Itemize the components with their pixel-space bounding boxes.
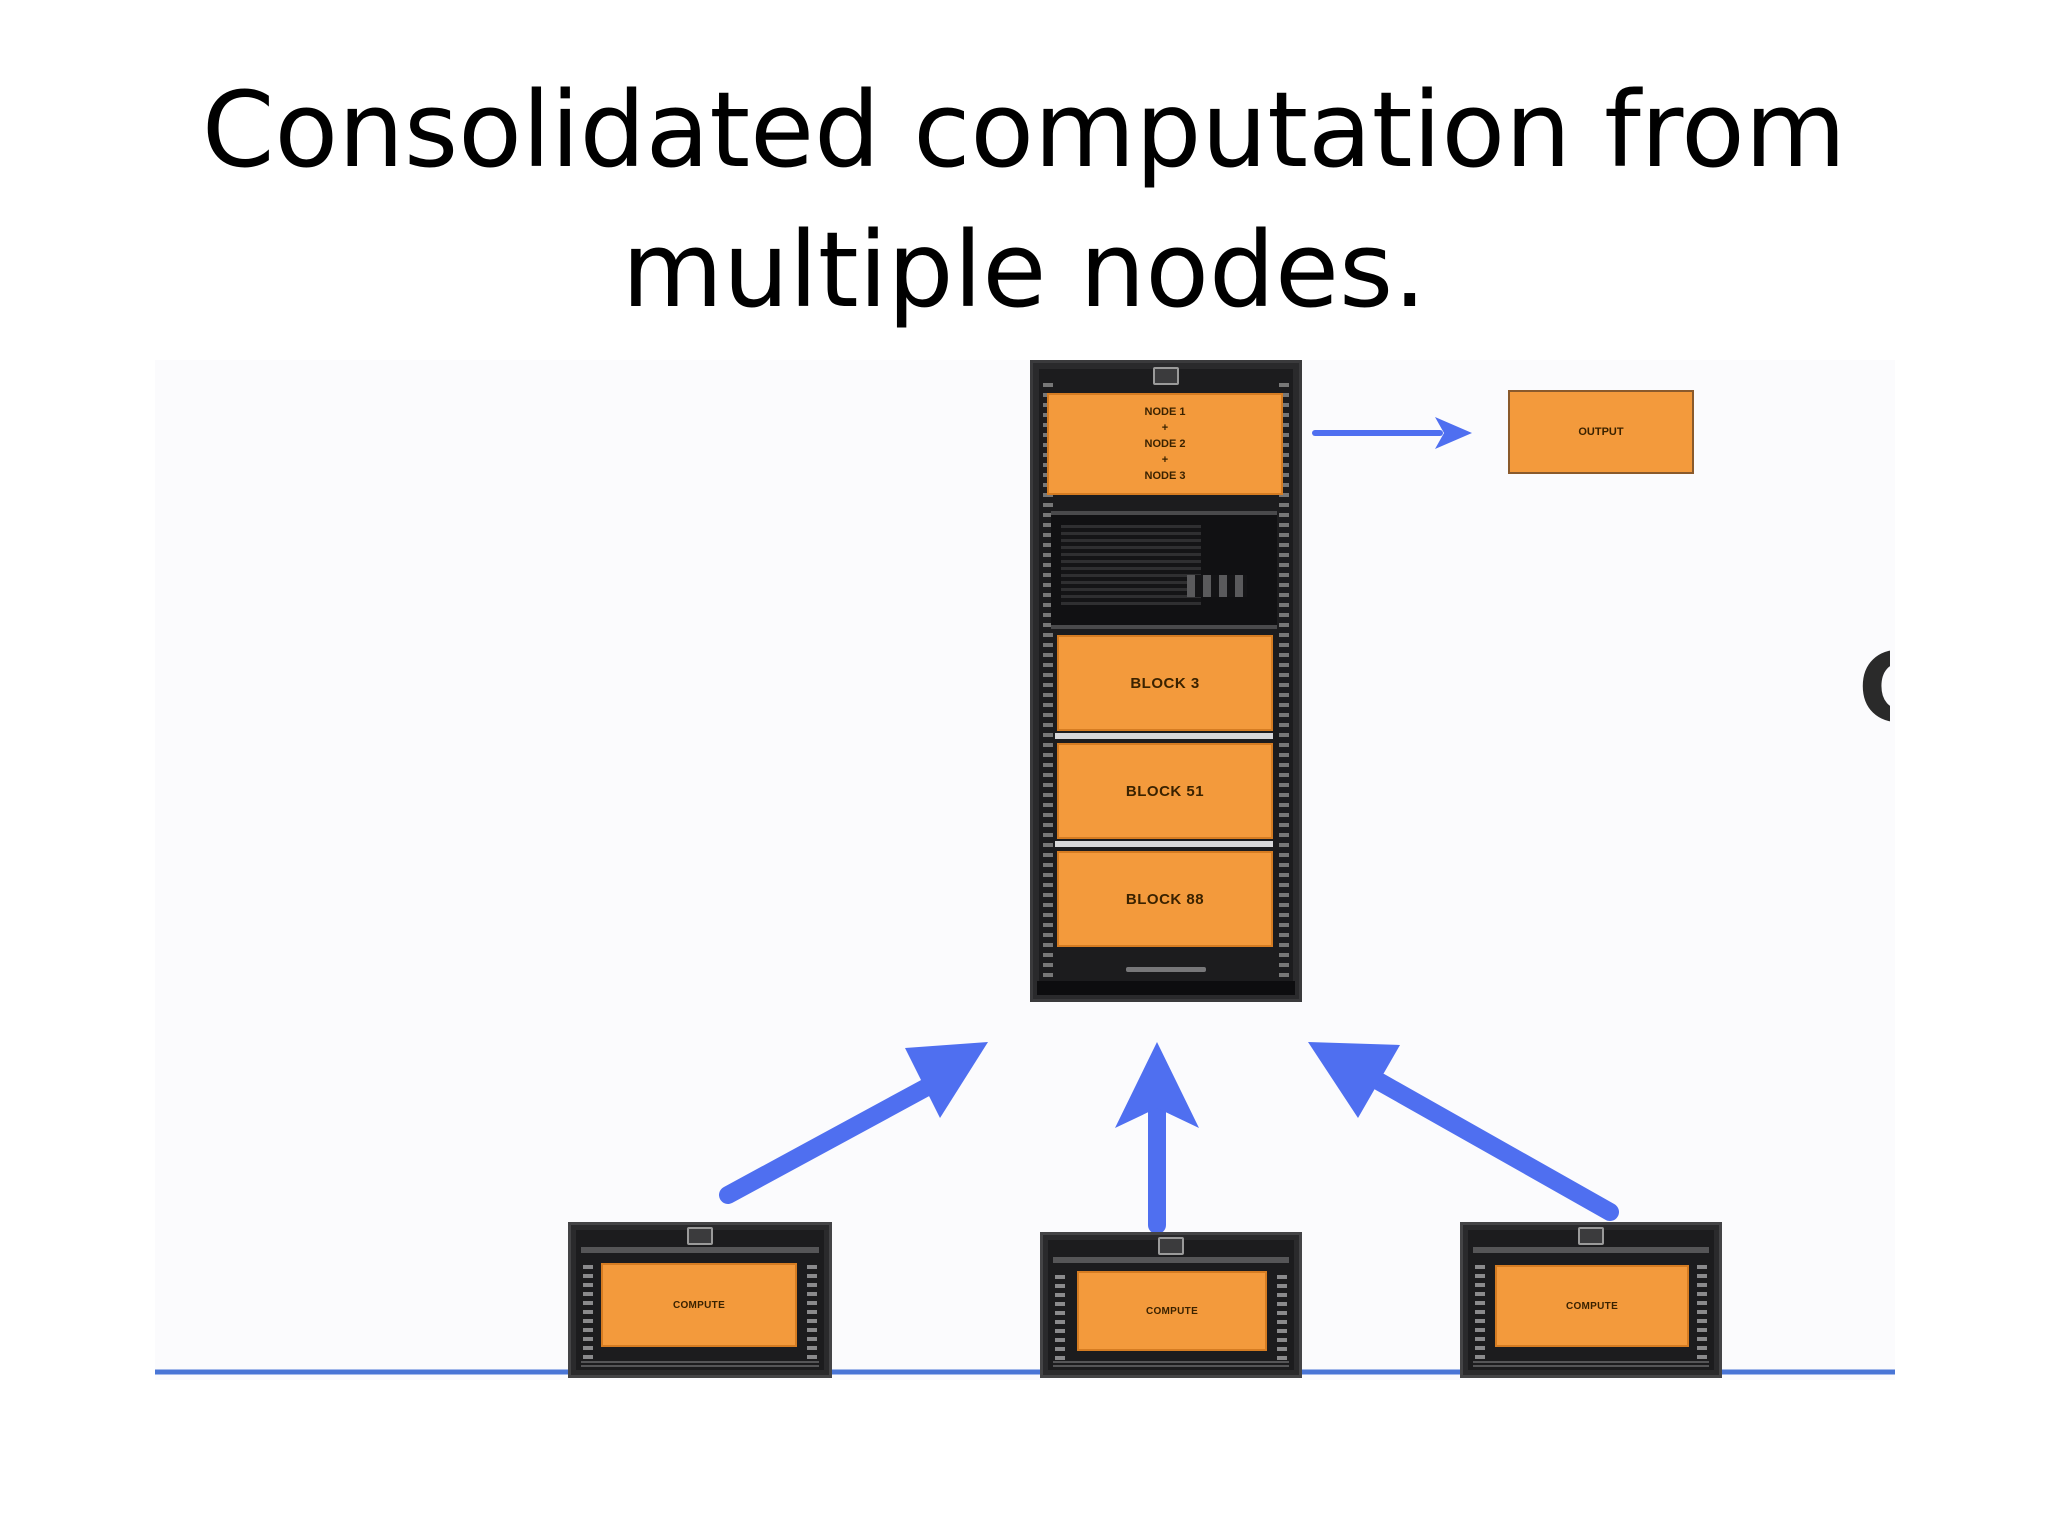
- hp-logo-icon: [1153, 367, 1179, 385]
- rack-bottombar: [1053, 1361, 1289, 1369]
- cropped-glyph: C: [1858, 640, 1890, 736]
- compute-label: COMPUTE: [1145, 1305, 1199, 1317]
- rack-badge: [1126, 967, 1206, 972]
- node-line: NODE 2: [1144, 438, 1186, 450]
- rack-rails: [1043, 383, 1053, 979]
- rack-rails: [583, 1265, 593, 1365]
- rack-rails: [1475, 1265, 1485, 1365]
- slide-title: Consolidated computation from multiple n…: [0, 60, 2048, 340]
- arrow-right-compute-to-server: [1308, 1042, 1619, 1221]
- block-label: BLOCK 3: [1130, 674, 1200, 692]
- rack-rails: [1277, 1275, 1287, 1365]
- rack-bottombar: [581, 1361, 819, 1369]
- block-panel: BLOCK 88: [1057, 851, 1273, 947]
- hp-logo-icon: [1158, 1237, 1184, 1255]
- main-server-rack: NODE 1 + NODE 2 + NODE 3 BLOCK 3 BLOCK 5…: [1030, 360, 1302, 1002]
- arrow-left-compute-to-server: [719, 1042, 988, 1204]
- rack-rails: [1697, 1265, 1707, 1365]
- rack-topbar: [1053, 1257, 1289, 1263]
- hp-logo-icon: [1578, 1227, 1604, 1245]
- compute-panel: COMPUTE: [1077, 1271, 1267, 1351]
- output-box: OUTPUT: [1508, 390, 1694, 474]
- vent-grille: [1061, 525, 1201, 605]
- node-line: +: [1161, 454, 1169, 466]
- rack-rails: [807, 1265, 817, 1365]
- rack-topbar: [581, 1247, 819, 1253]
- compute-node-1: COMPUTE: [568, 1222, 832, 1378]
- block-label: BLOCK 88: [1125, 890, 1205, 908]
- compute-panel: COMPUTE: [601, 1263, 797, 1347]
- compute-node-2: COMPUTE: [1040, 1232, 1302, 1378]
- compute-node-3: COMPUTE: [1460, 1222, 1722, 1378]
- rack-rails: [1055, 1275, 1065, 1365]
- hp-logo-icon: [687, 1227, 713, 1245]
- title-line-2: multiple nodes.: [621, 209, 1427, 331]
- output-label: OUTPUT: [1578, 426, 1624, 438]
- block-panel: BLOCK 51: [1057, 743, 1273, 839]
- aggregated-nodes-panel: NODE 1 + NODE 2 + NODE 3: [1047, 393, 1283, 495]
- node-line: NODE 1: [1144, 406, 1186, 418]
- rack-bottombar: [1473, 1361, 1709, 1369]
- block-label: BLOCK 51: [1125, 782, 1205, 800]
- drive-bay: [1051, 511, 1277, 629]
- rack-rails: [1279, 383, 1289, 979]
- front-panel-buttons: [1187, 575, 1247, 597]
- shelf-divider: [1055, 841, 1273, 847]
- compute-label: COMPUTE: [672, 1299, 726, 1311]
- title-line-1: Consolidated computation from: [201, 69, 1847, 191]
- block-panel: BLOCK 3: [1057, 635, 1273, 731]
- rack-base: [1037, 981, 1295, 995]
- arrow-to-output: [1312, 417, 1472, 449]
- compute-label: COMPUTE: [1565, 1300, 1619, 1312]
- node-line: NODE 3: [1144, 470, 1186, 482]
- rack-topbar: [1473, 1247, 1709, 1253]
- arrow-center-compute-to-server: [1115, 1042, 1199, 1234]
- compute-panel: COMPUTE: [1495, 1265, 1689, 1347]
- node-line: +: [1161, 422, 1169, 434]
- shelf-divider: [1055, 733, 1273, 739]
